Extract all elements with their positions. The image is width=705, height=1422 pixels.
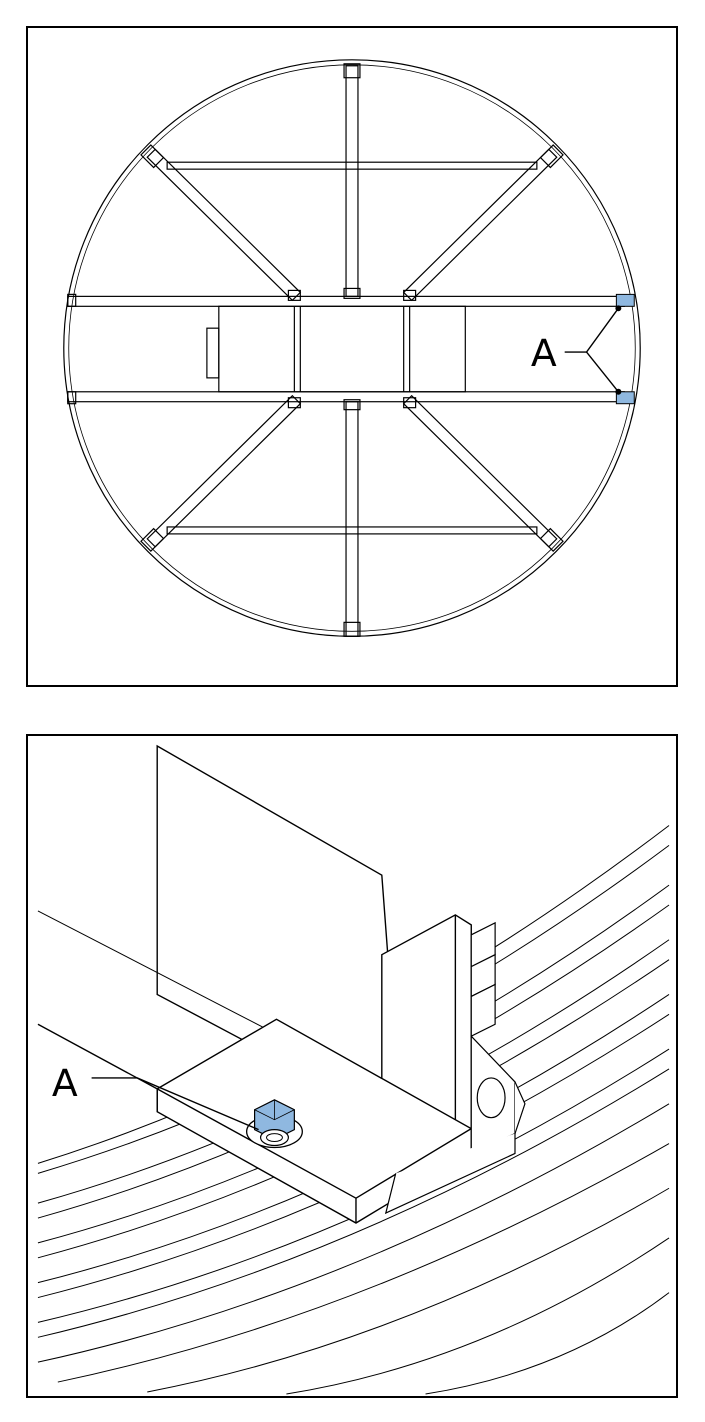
- cross-bar-lower: [166, 526, 538, 535]
- hex-nut-icon: [246, 1099, 303, 1149]
- detail-view-panel: A: [26, 734, 678, 1398]
- detail-view-diagram: A: [37, 744, 670, 1395]
- center-tab: [206, 327, 220, 379]
- vertical-spar-bottom: [345, 401, 359, 637]
- diagonal-struts: [146, 148, 558, 548]
- inner-ring: [68, 64, 636, 632]
- center-box: [218, 305, 466, 393]
- top-view-panel: A: [26, 26, 678, 687]
- vertical-spar-top: [345, 65, 359, 297]
- rib-block: [384, 921, 526, 1215]
- fastener-highlight-bottom: [615, 391, 635, 405]
- cross-bar-upper: [166, 161, 538, 170]
- detail-callout-label-a: A: [52, 1061, 78, 1105]
- fastener-highlight-top: [615, 293, 635, 307]
- detail-callout-leader: [91, 1077, 259, 1131]
- callout-leader: [564, 307, 619, 393]
- callout-label-a: A: [531, 331, 557, 375]
- top-view-diagram: A: [63, 59, 641, 637]
